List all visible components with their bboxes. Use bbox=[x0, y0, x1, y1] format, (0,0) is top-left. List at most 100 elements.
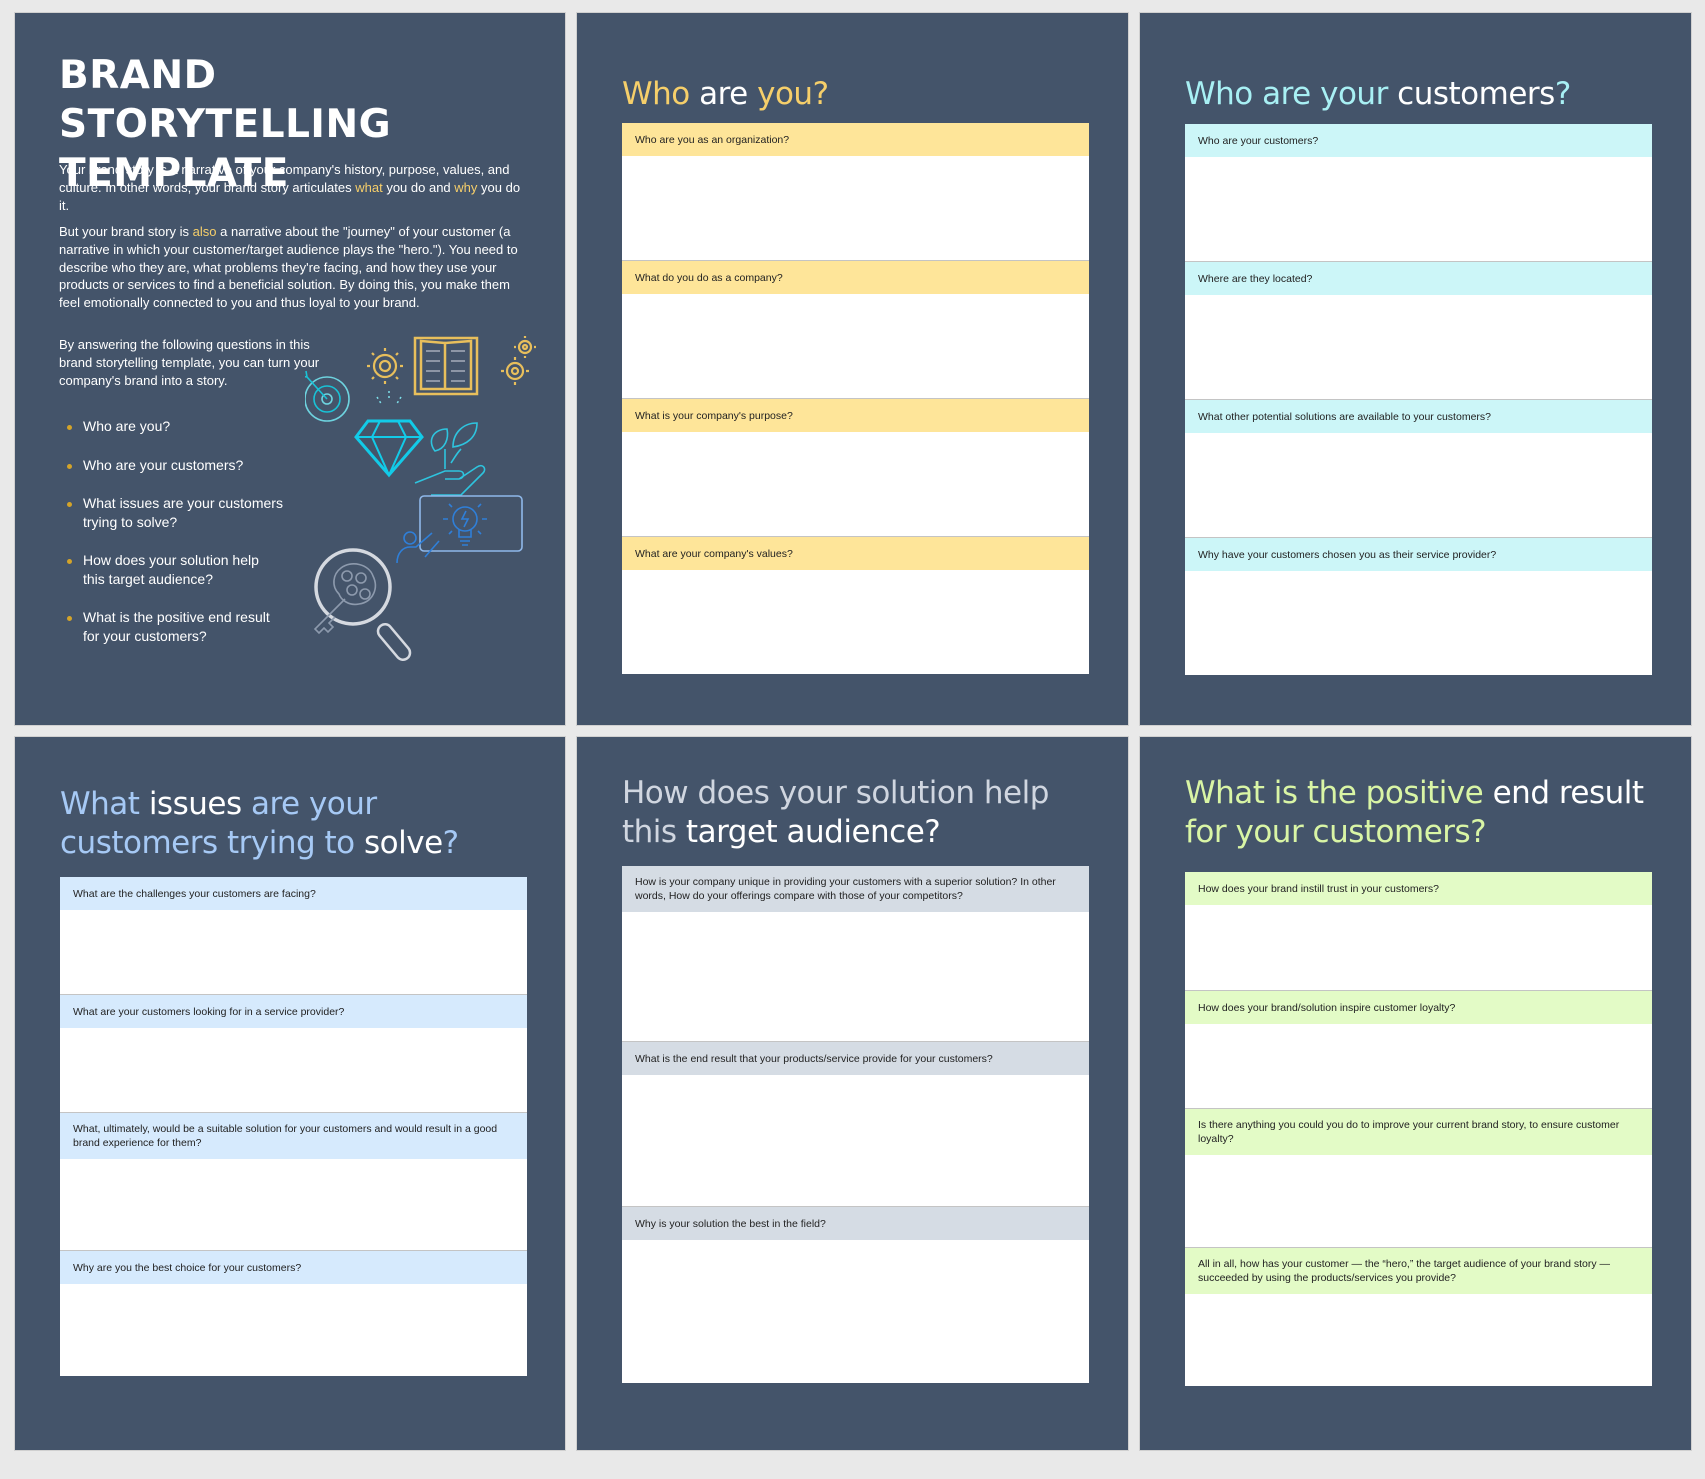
answer-area[interactable] bbox=[60, 1159, 527, 1250]
page-positive-end-result: What is the positive end result for your… bbox=[1140, 737, 1691, 1450]
answer-area[interactable] bbox=[1185, 157, 1652, 261]
title-part: are your bbox=[250, 786, 377, 822]
title-line: this target audience? bbox=[622, 814, 941, 850]
intro-paragraph-1: Your brand story is a narrative of your … bbox=[59, 161, 529, 214]
bullet-item: Who are your customers? bbox=[59, 456, 309, 475]
title-part: Who bbox=[622, 76, 700, 112]
question-label: What do you do as a company? bbox=[622, 261, 1089, 294]
document-title: BRAND STORYTELLING TEMPLATE bbox=[59, 51, 539, 198]
hand-plant-icon bbox=[414, 422, 486, 496]
title-part: customers bbox=[1397, 76, 1555, 112]
title-part: customers trying to bbox=[60, 825, 364, 861]
title-line: What issues are your bbox=[60, 786, 377, 822]
answer-area[interactable] bbox=[60, 910, 527, 994]
question-table: Who are your customers? Where are they l… bbox=[1185, 124, 1652, 675]
gears-icon bbox=[367, 336, 536, 385]
title-line: customers trying to solve? bbox=[60, 825, 459, 861]
title-line: What is the positive end result bbox=[1185, 775, 1644, 811]
question-row: Is there anything you could you do to im… bbox=[1185, 1108, 1652, 1247]
question-label: All in all, how has your customer — the … bbox=[1185, 1248, 1652, 1294]
intro-text: a narrative about the "journey" of your … bbox=[59, 224, 518, 311]
answer-area[interactable] bbox=[1185, 1294, 1652, 1386]
title-part: for your customers? bbox=[1185, 814, 1487, 850]
question-row: What are the challenges your customers a… bbox=[60, 877, 527, 994]
answer-area[interactable] bbox=[60, 1284, 527, 1376]
page-who-are-your-customers: Who are your customers? Who are your cus… bbox=[1140, 13, 1691, 725]
illustration-group bbox=[305, 336, 536, 661]
title-part: How does your solution help bbox=[622, 775, 1049, 811]
question-label: What is your company's purpose? bbox=[622, 399, 1089, 432]
question-label: Why is your solution the best in the fie… bbox=[622, 1207, 1089, 1240]
cover-page: BRAND STORYTELLING TEMPLATE Your brand s… bbox=[15, 13, 565, 725]
title-part: solve bbox=[364, 825, 443, 861]
bullet-item: How does your solution help this target … bbox=[59, 551, 283, 589]
question-label: How does your brand/solution inspire cus… bbox=[1185, 991, 1652, 1024]
question-row: What are your customers looking for in a… bbox=[60, 994, 527, 1112]
title-part: issues bbox=[148, 786, 251, 822]
question-label: Who are your customers? bbox=[1185, 124, 1652, 157]
question-label: How is your company unique in providing … bbox=[622, 866, 1089, 912]
section-title: Who are your customers? bbox=[1185, 75, 1571, 114]
title-part: end result bbox=[1492, 775, 1644, 811]
question-label: Is there anything you could you do to im… bbox=[1185, 1109, 1652, 1155]
answer-area[interactable] bbox=[622, 294, 1089, 398]
question-label: What other potential solutions are avail… bbox=[1185, 400, 1652, 433]
question-row: What do you do as a company? bbox=[622, 260, 1089, 398]
highlight-also: also bbox=[192, 224, 217, 239]
title-part: ? bbox=[1554, 76, 1571, 112]
intro-text: you do and bbox=[382, 179, 455, 195]
intro-text: But your brand story is bbox=[59, 224, 193, 239]
answer-area[interactable] bbox=[622, 912, 1089, 1041]
question-row: How does your brand/solution inspire cus… bbox=[1185, 990, 1652, 1108]
answer-area[interactable] bbox=[60, 1028, 527, 1112]
title-line-1: BRAND STORYTELLING bbox=[59, 53, 392, 147]
answer-area[interactable] bbox=[1185, 295, 1652, 399]
title-line-2: TEMPLATE bbox=[59, 151, 289, 196]
question-row: What are your company's values? bbox=[622, 536, 1089, 674]
highlight-why: why bbox=[454, 179, 478, 195]
magnifier-key-icon bbox=[313, 548, 412, 661]
intro-text: Your brand story is a narrative of your … bbox=[59, 162, 510, 195]
answer-area[interactable] bbox=[1185, 1024, 1652, 1108]
answer-area[interactable] bbox=[622, 1240, 1089, 1383]
section-title: What issues are your customers trying to… bbox=[60, 785, 459, 863]
question-bullet-list: Who are you? Who are your customers? Wha… bbox=[59, 417, 309, 646]
question-label: What are your company's values? bbox=[622, 537, 1089, 570]
page-who-are-you: Who are you? Who are you as an organizat… bbox=[577, 13, 1128, 725]
question-label: What is the end result that your product… bbox=[622, 1042, 1089, 1075]
question-table: How is your company unique in providing … bbox=[622, 866, 1089, 1383]
open-book-icon bbox=[413, 336, 479, 396]
title-part: ? bbox=[442, 825, 459, 861]
question-row: Who are you as an organization? bbox=[622, 123, 1089, 260]
answer-area[interactable] bbox=[1185, 1155, 1652, 1247]
diamond-icon bbox=[354, 391, 424, 478]
question-row: What is your company's purpose? bbox=[622, 398, 1089, 536]
answer-area[interactable] bbox=[622, 570, 1089, 674]
title-part: this bbox=[622, 814, 686, 850]
answer-area[interactable] bbox=[622, 1075, 1089, 1206]
bullet-item: What is the positive end result for your… bbox=[59, 608, 288, 646]
presentation-lightbulb-icon bbox=[396, 495, 523, 564]
section-title: What is the positive end result for your… bbox=[1185, 774, 1644, 852]
answer-area[interactable] bbox=[1185, 433, 1652, 537]
title-part: What bbox=[60, 786, 149, 822]
question-table: What are the challenges your customers a… bbox=[60, 877, 527, 1376]
answer-area[interactable] bbox=[622, 432, 1089, 536]
answer-area[interactable] bbox=[1185, 905, 1652, 990]
bullet-item: Who are you? bbox=[59, 417, 309, 436]
title-part: What is the positive bbox=[1185, 775, 1493, 811]
question-label: What are the challenges your customers a… bbox=[60, 877, 527, 910]
question-label: Why have your customers chosen you as th… bbox=[1185, 538, 1652, 571]
page-customer-issues: What issues are your customers trying to… bbox=[15, 737, 565, 1450]
page-solution-help: How does your solution help this target … bbox=[577, 737, 1128, 1450]
question-row: What other potential solutions are avail… bbox=[1185, 399, 1652, 537]
answer-area[interactable] bbox=[1185, 571, 1652, 675]
title-line: for your customers? bbox=[1185, 814, 1487, 850]
bullet-item: What issues are your customers trying to… bbox=[59, 494, 288, 532]
question-label: What, ultimately, would be a suitable so… bbox=[60, 1113, 527, 1159]
title-part: are bbox=[699, 76, 758, 112]
answer-area[interactable] bbox=[622, 156, 1089, 260]
target-icon bbox=[305, 370, 350, 422]
intro-text: you do it. bbox=[59, 179, 521, 213]
question-row: What, ultimately, would be a suitable so… bbox=[60, 1112, 527, 1250]
